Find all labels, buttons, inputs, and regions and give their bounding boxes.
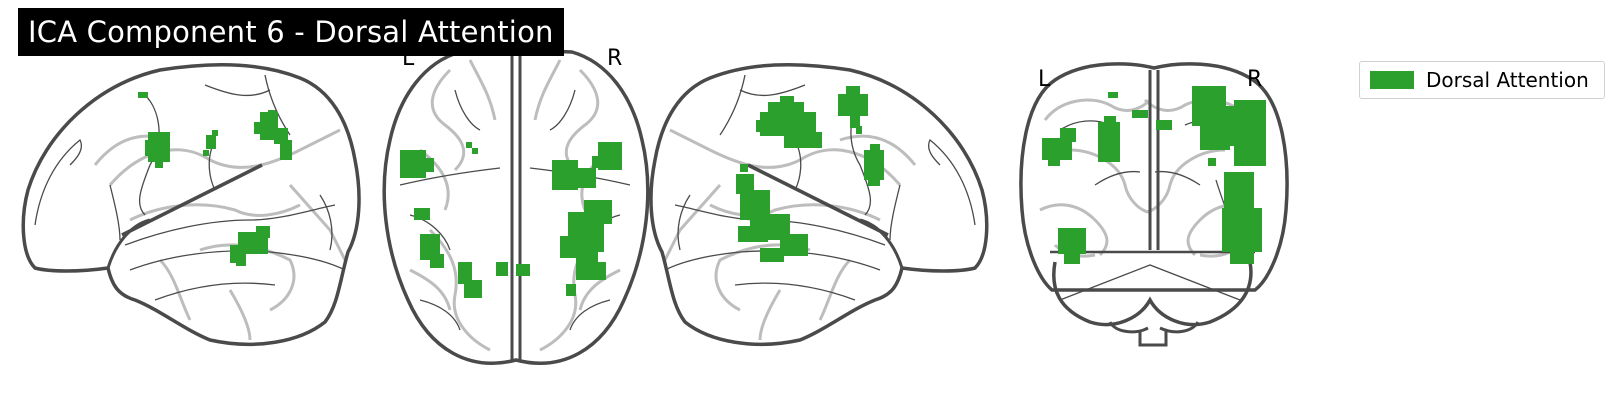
sagittal-left-lateral-fissure xyxy=(121,163,263,237)
sagittal-left-outline xyxy=(21,62,361,346)
legend: Dorsal Attention xyxy=(1359,61,1605,99)
sagittal-right-sulci xyxy=(663,128,917,341)
sagittal-right-lateral-fissure xyxy=(747,163,889,237)
coronal-midline xyxy=(1148,70,1160,250)
sagittal-right-activation xyxy=(736,86,884,262)
sagittal-left-view xyxy=(21,62,361,346)
coronal-activation xyxy=(1042,86,1266,264)
coronal-cerebellum xyxy=(1052,261,1253,327)
sagittal-left-sulci xyxy=(93,128,347,341)
sagittal-left-activation xyxy=(138,92,292,266)
sagittal-right-temporal-pole xyxy=(859,218,904,269)
sagittal-left-temporal-pole xyxy=(106,218,151,269)
axial-view: L R xyxy=(382,46,650,365)
coronal-brainstem xyxy=(1138,330,1168,347)
sagittal-right-outline xyxy=(649,62,989,346)
axial-midline xyxy=(510,56,522,360)
coronal-view: L R xyxy=(1019,62,1289,347)
figure-title: ICA Component 6 - Dorsal Attention xyxy=(18,8,564,56)
coronal-sulci xyxy=(1039,98,1256,258)
sagittal-right-view xyxy=(649,62,989,346)
legend-label-dorsal-attention: Dorsal Attention xyxy=(1426,68,1589,92)
axial-activation xyxy=(400,142,622,298)
coronal-vermis xyxy=(1108,321,1200,334)
coronal-left-label: L xyxy=(1038,67,1051,92)
legend-swatch-dorsal-attention xyxy=(1370,71,1414,89)
coronal-right-label: R xyxy=(1247,67,1262,92)
coronal-outline xyxy=(1019,62,1289,292)
axial-right-label: R xyxy=(607,46,622,71)
